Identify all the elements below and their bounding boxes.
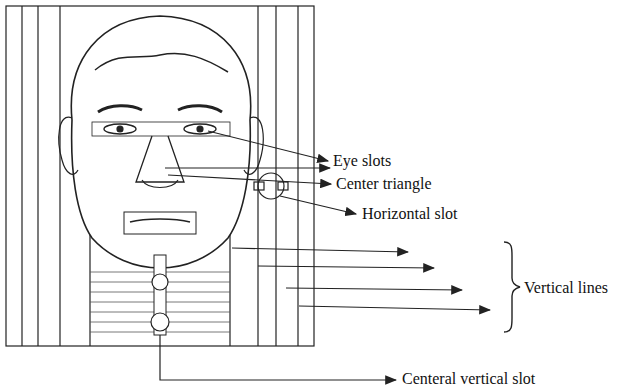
callout-label: Centeral vertical slot bbox=[402, 371, 535, 387]
callout-label: Center triangle bbox=[336, 176, 432, 192]
callout-label: Horizontal slot bbox=[362, 206, 458, 222]
callout-label: Eye slots bbox=[333, 153, 391, 169]
frame bbox=[6, 6, 314, 346]
callout-label: Vertical lines bbox=[524, 280, 608, 296]
